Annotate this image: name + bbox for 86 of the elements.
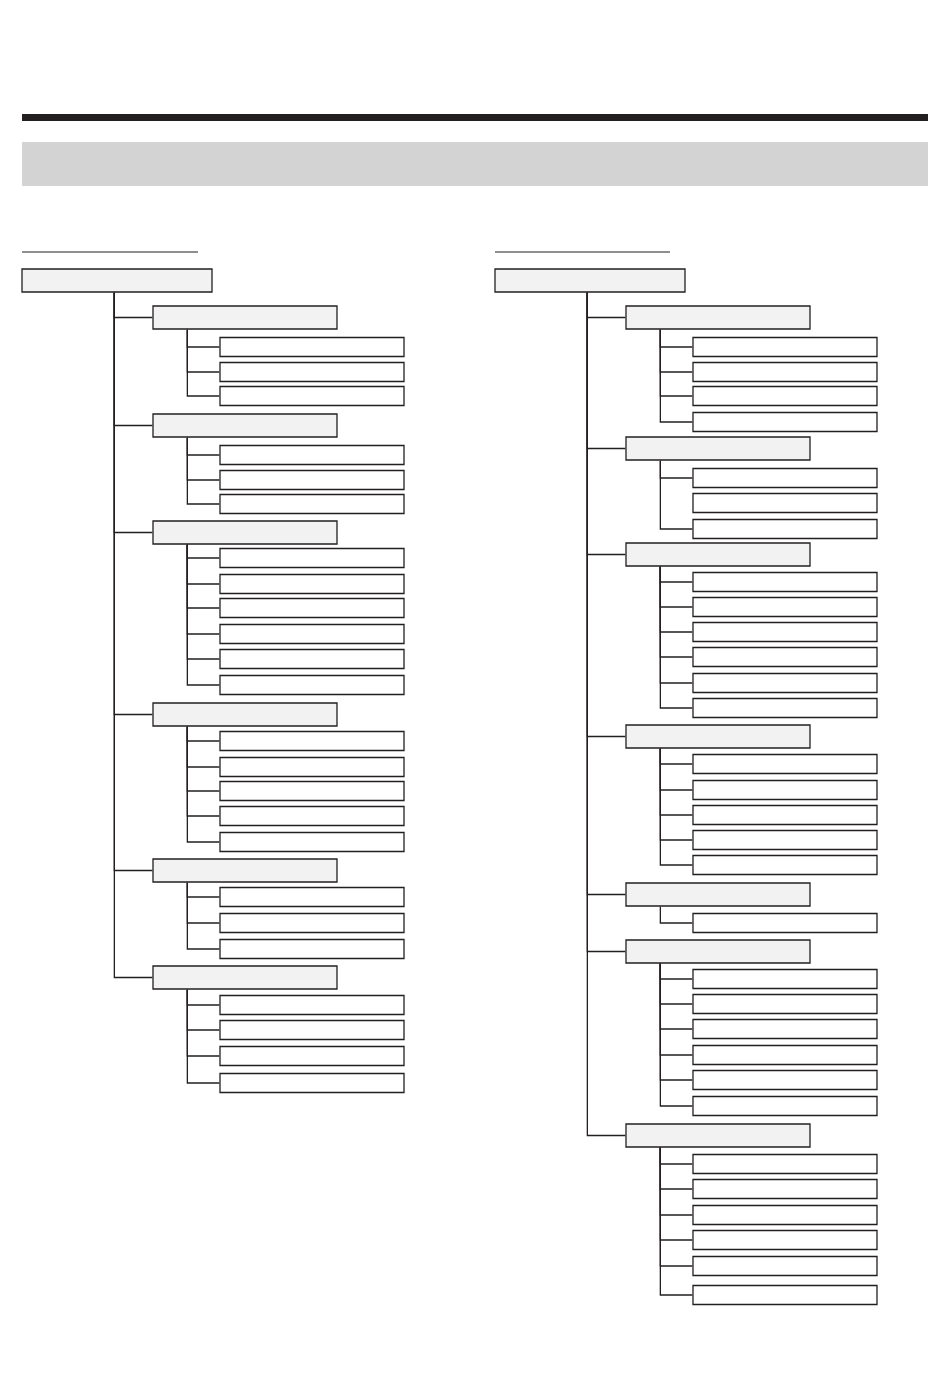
- connector-line: [186, 544, 220, 686]
- empty-box: [152, 520, 338, 545]
- empty-box: [219, 597, 405, 619]
- empty-box: [692, 912, 878, 934]
- empty-box: [692, 385, 878, 407]
- empty-box: [692, 697, 878, 719]
- empty-box: [692, 804, 878, 826]
- connector-line: [659, 748, 693, 866]
- empty-box: [692, 646, 878, 668]
- empty-box: [625, 305, 811, 330]
- empty-box: [692, 571, 878, 593]
- empty-box: [21, 268, 213, 293]
- empty-box: [219, 385, 405, 407]
- connector-line: [586, 292, 626, 1137]
- empty-box: [219, 938, 405, 960]
- empty-box: [692, 518, 878, 540]
- empty-box: [219, 912, 405, 934]
- connector-line: [186, 882, 220, 950]
- empty-box: [692, 829, 878, 851]
- empty-box: [219, 444, 405, 466]
- empty-box: [692, 361, 878, 383]
- empty-box: [219, 1019, 405, 1041]
- empty-box: [692, 492, 878, 514]
- empty-box: [152, 702, 338, 727]
- empty-box: [152, 413, 338, 438]
- empty-box: [219, 674, 405, 696]
- empty-box: [692, 1284, 878, 1306]
- connector-line: [186, 726, 220, 843]
- empty-box: [692, 336, 878, 358]
- empty-box: [219, 336, 405, 358]
- empty-box: [692, 1153, 878, 1175]
- empty-box: [152, 305, 338, 330]
- empty-box: [219, 361, 405, 383]
- empty-box: [219, 831, 405, 853]
- empty-box: [692, 993, 878, 1015]
- connector-line: [113, 292, 153, 979]
- connector-line: [659, 460, 693, 530]
- connector-line: [659, 963, 693, 1107]
- empty-box: [692, 596, 878, 618]
- empty-box: [692, 621, 878, 643]
- empty-box: [219, 780, 405, 802]
- title-band: [22, 142, 928, 186]
- empty-box: [692, 1018, 878, 1040]
- empty-box: [692, 968, 878, 990]
- connector-line: [659, 329, 693, 423]
- empty-box: [219, 756, 405, 778]
- empty-box: [692, 1044, 878, 1066]
- empty-box: [692, 854, 878, 876]
- connector-line: [659, 906, 693, 924]
- empty-box: [219, 623, 405, 645]
- empty-box: [692, 753, 878, 775]
- empty-box: [692, 1255, 878, 1277]
- empty-box: [625, 436, 811, 461]
- empty-box: [692, 411, 878, 433]
- connector-line: [659, 566, 693, 709]
- connector-line: [186, 989, 220, 1084]
- empty-box: [692, 1229, 878, 1251]
- empty-box: [625, 882, 811, 907]
- empty-box: [219, 1072, 405, 1094]
- empty-box: [219, 994, 405, 1016]
- empty-box: [692, 1178, 878, 1200]
- empty-box: [692, 672, 878, 694]
- empty-box: [152, 858, 338, 883]
- connector-line: [659, 1147, 693, 1296]
- empty-box: [625, 542, 811, 567]
- empty-box: [625, 1123, 811, 1148]
- empty-box: [625, 939, 811, 964]
- empty-box: [219, 648, 405, 670]
- empty-box: [692, 1095, 878, 1117]
- empty-box: [692, 1204, 878, 1226]
- empty-box: [219, 886, 405, 908]
- empty-box: [692, 467, 878, 489]
- empty-box: [692, 779, 878, 801]
- empty-box: [219, 805, 405, 827]
- empty-box: [219, 730, 405, 752]
- empty-box: [625, 724, 811, 749]
- empty-box: [692, 1069, 878, 1091]
- connector-line: [186, 329, 220, 397]
- empty-box: [219, 573, 405, 595]
- empty-box: [219, 469, 405, 491]
- empty-box: [219, 493, 405, 515]
- empty-box: [494, 268, 686, 293]
- empty-box: [219, 1045, 405, 1067]
- empty-box: [219, 547, 405, 569]
- connector-line: [186, 437, 220, 505]
- empty-box: [152, 965, 338, 990]
